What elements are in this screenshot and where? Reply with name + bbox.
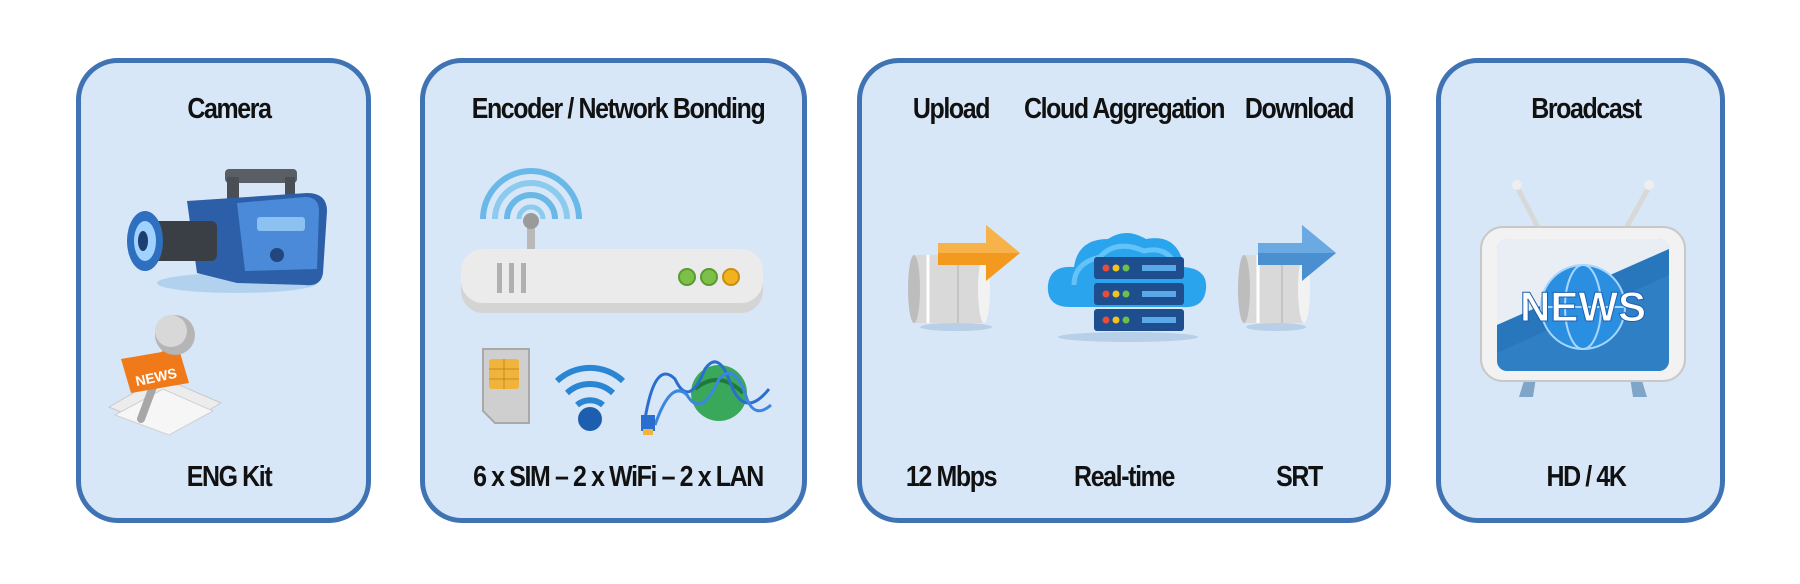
download-arrow-icon	[1238, 225, 1336, 331]
tv-news-icon: NEWS	[1480, 180, 1686, 397]
router-icon	[461, 168, 763, 313]
broadcast-subtitle: HD / 4K	[1546, 461, 1626, 493]
microphone-icon: NEWS	[107, 315, 223, 436]
broadcast-title: Broadcast	[1531, 93, 1642, 125]
download-subtitle: SRT	[1276, 461, 1323, 493]
wifi-icon	[554, 364, 626, 431]
tv-news-text: NEWS	[1520, 283, 1646, 330]
encoder-panel: Encoder / Network Bonding 6 x	[420, 58, 807, 523]
camera-subtitle: ENG Kit	[186, 461, 273, 493]
upload-subtitle: 12 Mbps	[905, 461, 998, 493]
upload-arrow-icon	[908, 225, 1020, 331]
sim-card-icon	[482, 348, 530, 424]
cloud-server-icon	[1047, 233, 1207, 342]
cloud-title: Cloud Aggregation	[1023, 93, 1225, 125]
camera-title: Camera	[187, 93, 272, 125]
encoder-subtitle: 6 x SIM – 2 x WiFi – 2 x LAN	[473, 461, 764, 493]
broadcast-panel: Broadcast NEWS HD / 4K	[1436, 58, 1725, 523]
cloud-subtitle: Real-time	[1074, 461, 1175, 493]
ethernet-cable-icon	[641, 360, 772, 435]
camera-panel: Camera NEWS ENG Kit	[76, 58, 371, 523]
encoder-title: Encoder / Network Bonding	[471, 93, 766, 125]
download-title: Download	[1244, 93, 1355, 125]
camcorder-icon	[127, 169, 327, 293]
transfer-panel: Upload Cloud Aggregation Download	[857, 58, 1391, 523]
upload-title: Upload	[912, 93, 991, 125]
